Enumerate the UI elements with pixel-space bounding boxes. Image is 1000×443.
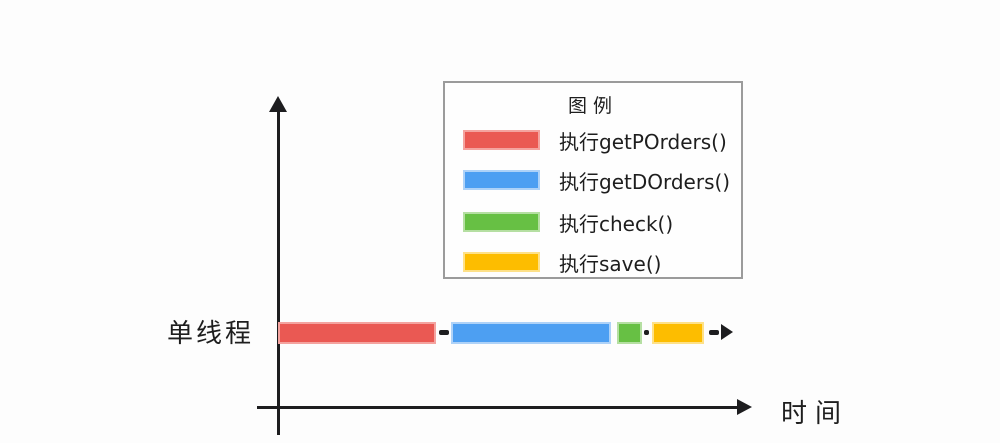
legend-box: 图例 执行getPOrders() 执行getDOrders() 执行check… — [443, 81, 743, 279]
segment-getDOrders — [451, 322, 611, 344]
segment-save — [652, 322, 704, 344]
time-axis-label: 时间 — [781, 399, 850, 429]
legend-swatch-green — [463, 212, 540, 232]
legend-item-label: 执行save() — [559, 251, 662, 276]
x-axis-line — [257, 406, 739, 409]
y-axis-line — [277, 107, 280, 435]
flow-arrowhead-icon — [721, 324, 733, 340]
legend-title: 图例 — [567, 95, 618, 117]
legend-item-check: 执行check() — [463, 212, 673, 236]
segment-check — [617, 322, 642, 344]
legend-item-save: 执行save() — [463, 252, 661, 276]
y-axis-arrowhead-icon — [269, 96, 287, 112]
legend-swatch-blue — [463, 170, 540, 190]
legend-item-label: 执行getPOrders() — [559, 129, 727, 154]
connector-dash — [439, 330, 449, 335]
connector-dash — [644, 330, 649, 335]
connector-dash — [709, 330, 719, 335]
segment-getPOrders — [278, 322, 436, 344]
legend-swatch-yellow — [463, 252, 540, 272]
legend-item-getPOrders: 执行getPOrders() — [463, 130, 727, 154]
legend-item-label: 执行check() — [559, 211, 674, 236]
x-axis-arrowhead-icon — [737, 399, 752, 415]
legend-item-label: 执行getDOrders() — [559, 169, 731, 194]
legend-item-getDOrders: 执行getDOrders() — [463, 170, 730, 194]
thread-row-label: 单线程 — [167, 319, 255, 349]
legend-swatch-red — [463, 130, 540, 150]
